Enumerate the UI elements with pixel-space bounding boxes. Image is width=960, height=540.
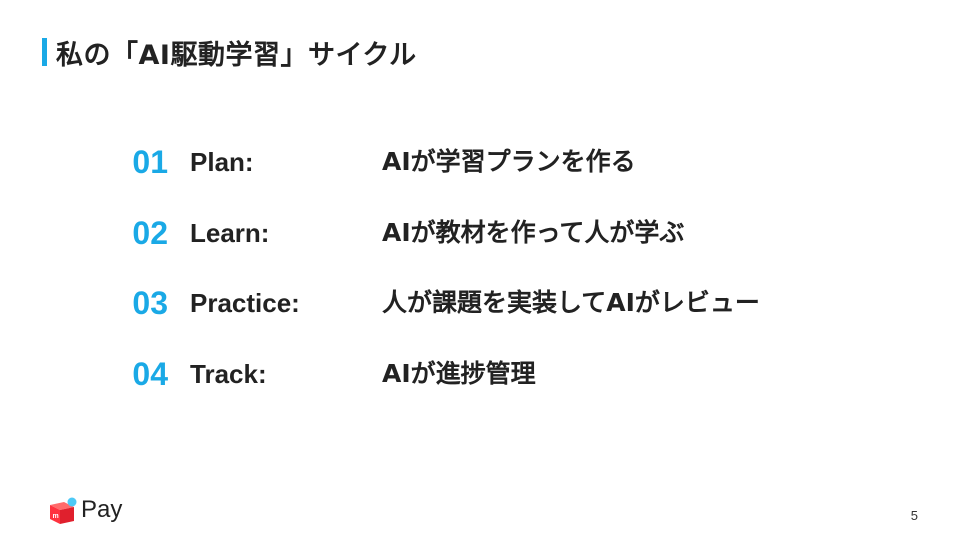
step-row: 03 Practice: 人が課題を実装してAIがレビュー <box>0 281 960 325</box>
step-number: 01 <box>132 144 168 180</box>
step-number: 04 <box>132 356 168 392</box>
step-row: 01 Plan: AIが学習プランを作る <box>0 140 960 184</box>
step-row: 04 Track: AIが進捗管理 <box>0 352 960 396</box>
slide-title: 私の「AI駆動学習」サイクル <box>56 40 417 71</box>
step-name: Track: <box>190 359 267 389</box>
step-name: Learn: <box>190 218 270 248</box>
step-number: 02 <box>132 215 168 251</box>
step-row: 02 Learn: AIが教材を作って人が学ぶ <box>0 211 960 255</box>
step-name: Practice: <box>190 288 300 318</box>
svg-text:m: m <box>53 513 59 520</box>
merpay-box-icon: m <box>50 497 77 524</box>
step-description: AIが進捗管理 <box>382 359 536 388</box>
step-description: 人が課題を実装してAIがレビュー <box>382 288 760 317</box>
title-accent-bar <box>42 38 47 66</box>
step-name: Plan: <box>190 147 254 177</box>
logo-text: Pay <box>81 496 123 523</box>
merpay-logo: m Pay <box>47 494 137 526</box>
step-description: AIが学習プランを作る <box>382 147 636 176</box>
step-description: AIが教材を作って人が学ぶ <box>382 218 685 247</box>
page-number: 5 <box>910 508 918 523</box>
step-number: 03 <box>132 285 168 321</box>
